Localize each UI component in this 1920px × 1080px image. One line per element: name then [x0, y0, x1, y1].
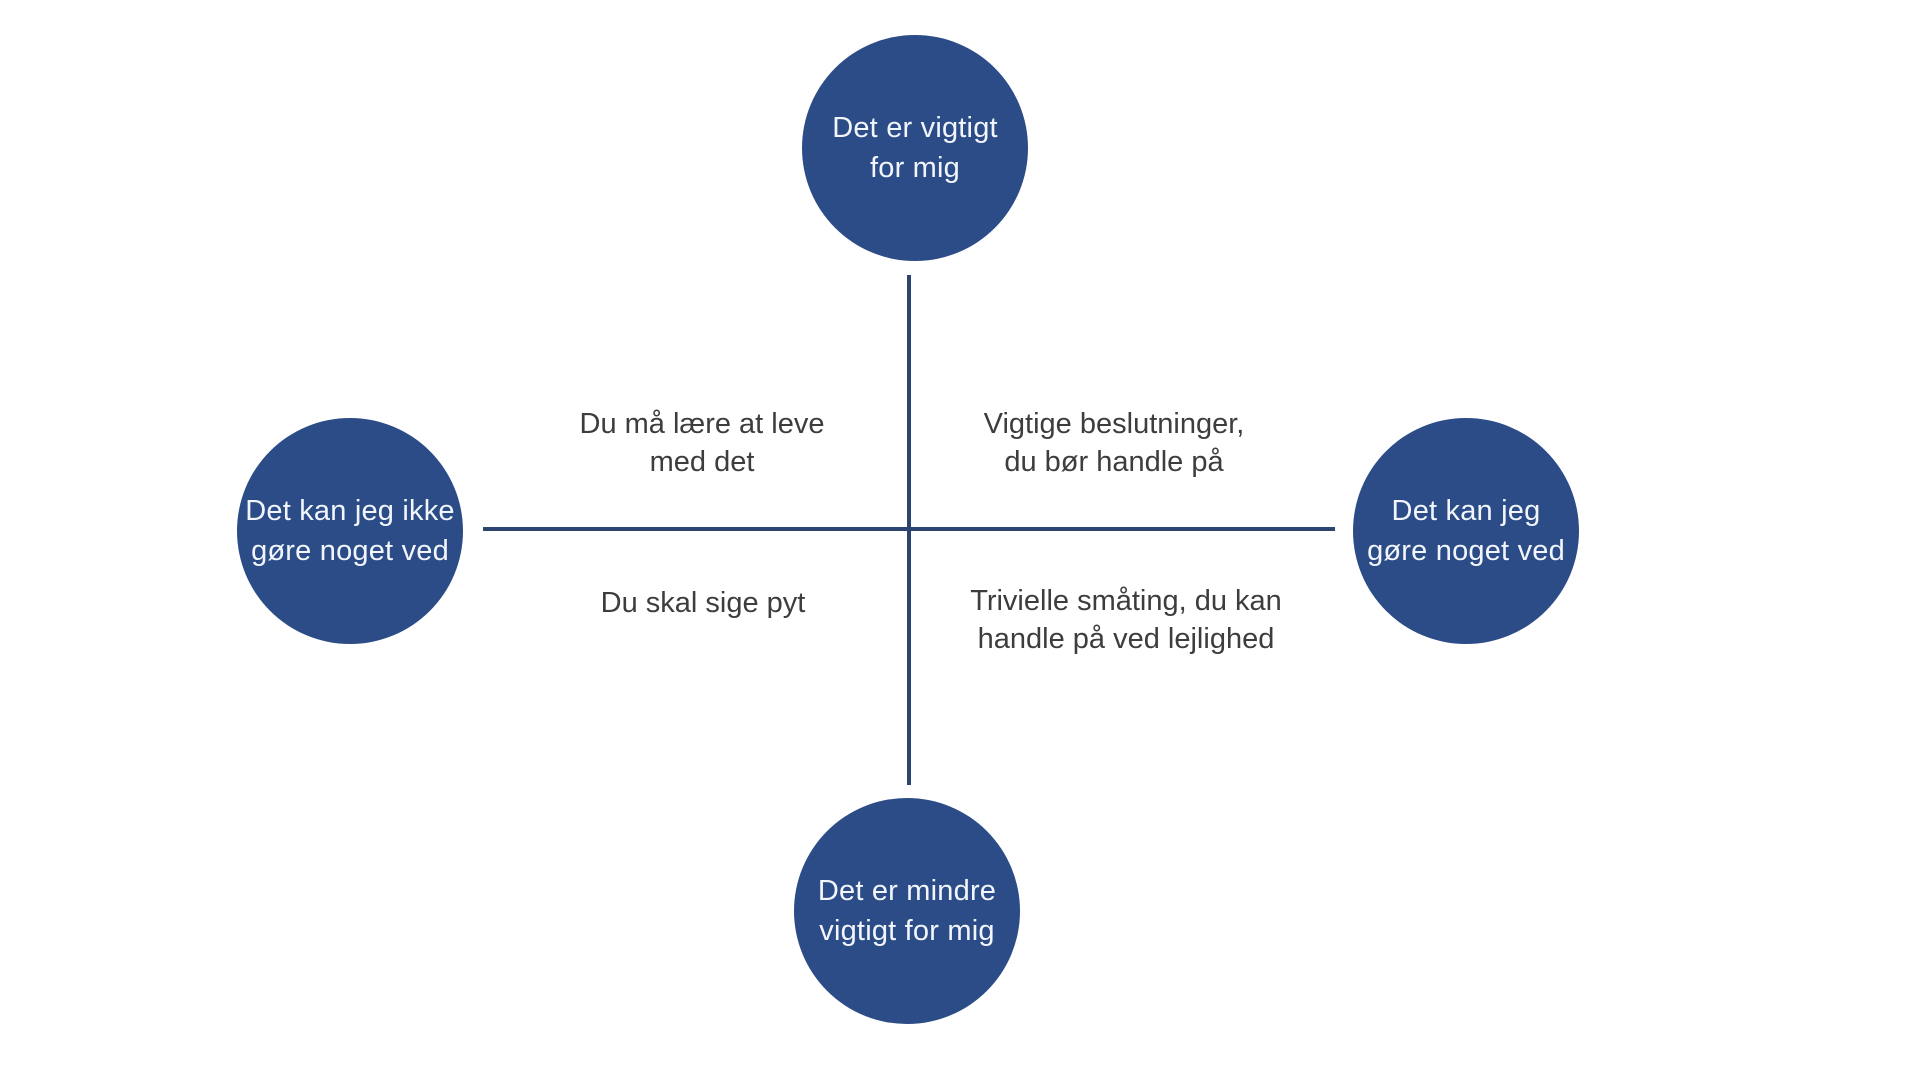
node-label-line: vigtigt for mig — [819, 915, 995, 947]
quadrant-label-line: Du skal sige pyt — [600, 587, 806, 619]
quadrant-label-line: med det — [649, 446, 755, 478]
quadrant-label-line: handle på ved lejlighed — [977, 623, 1275, 655]
quadrant-label-top-left: Du må lære at leve med det — [580, 405, 825, 481]
node-label-line: Det kan jeg ikke — [245, 495, 455, 527]
node-importance-high: Det er vigtigt for mig — [802, 35, 1028, 261]
node-label-line: gøre noget ved — [251, 535, 449, 567]
node-importance-low: Det er mindre vigtigt for mig — [794, 798, 1020, 1024]
node-control-some: Det kan jeg gøre noget ved — [1353, 418, 1579, 644]
quadrant-label-bottom-left: Du skal sige pyt — [601, 584, 806, 622]
node-label-line: Det er mindre — [817, 875, 997, 907]
quadrant-label-line: Vigtige beslutninger, — [983, 408, 1245, 440]
horizontal-axis-line — [483, 527, 1335, 531]
quadrant-label-line: du bør handle på — [1004, 446, 1224, 478]
quadrant-label-bottom-right: Trivielle småting, du kan handle på ved … — [970, 582, 1282, 658]
quadrant-label-line: Trivielle småting, du kan — [970, 585, 1282, 617]
node-label-line: gøre noget ved — [1367, 535, 1565, 567]
node-label-line: Det er vigtigt — [832, 112, 998, 144]
node-label-line: Det kan jeg — [1391, 495, 1541, 527]
quadrant-label-line: Du må lære at leve — [579, 408, 825, 440]
node-control-none: Det kan jeg ikke gøre noget ved — [237, 418, 463, 644]
node-label-line: for mig — [869, 152, 961, 184]
quadrant-label-top-right: Vigtige beslutninger, du bør handle på — [984, 405, 1245, 481]
